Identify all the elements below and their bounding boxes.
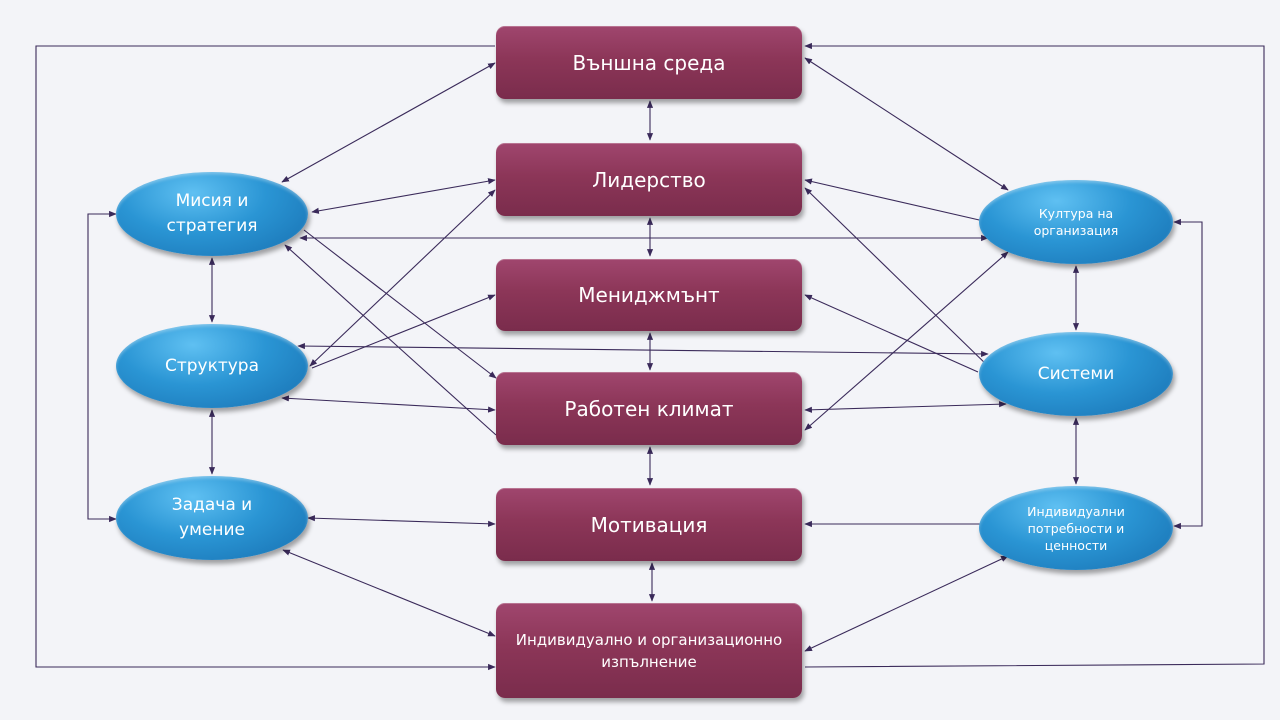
loop-right-outer <box>804 42 1265 668</box>
node-label: Мениджмънт <box>578 283 720 307</box>
node-label: Системи <box>1037 363 1115 384</box>
node-zadacha-umenie: Задача и умение <box>116 476 308 560</box>
node-label: Структура <box>164 355 260 376</box>
arrow-misia-sreda <box>281 62 496 183</box>
loop-left-inner <box>87 210 117 523</box>
loop-right-inner <box>1173 218 1203 530</box>
arrow-zadacha-izpalnenie <box>282 549 496 637</box>
node-label: Мисия и стратегия <box>166 191 258 236</box>
arrow-sreda-kultura <box>804 57 1009 191</box>
arrow-izpalnenie-potrebnosti <box>804 555 1009 652</box>
arrow-liderstvo-sistemi <box>804 187 991 369</box>
node-potrebnosti: Индивидуални потребности и ценности <box>979 486 1173 570</box>
node-label: Външна среда <box>572 50 726 75</box>
node-raboten-klimat: Работен климат <box>496 372 802 445</box>
node-kultura: Култура на организация <box>979 180 1173 264</box>
node-label: Индивидуално и организационно изпълнение <box>515 630 783 671</box>
arrow-zadacha-motivacia <box>307 515 496 527</box>
arrow-struktura-menidjmant <box>311 294 496 369</box>
node-liderstvo: Лидерство <box>496 143 802 216</box>
node-label: Мотивация <box>590 512 708 537</box>
arrow-klimat-sistemi <box>804 401 1007 413</box>
arrow-struktura-klimat <box>281 395 496 413</box>
arrow-struktura-liderstvo <box>309 189 496 367</box>
node-motivacia: Мотивация <box>496 488 802 561</box>
node-label: Задача и умение <box>171 495 253 540</box>
arrow-misia-klimat <box>303 229 497 379</box>
node-label: Работен климат <box>564 396 734 421</box>
node-label: Индивидуални потребности и ценности <box>1027 503 1125 553</box>
node-misia-strategia: Мисия и стратегия <box>116 172 308 256</box>
node-menidjmant: Мениджмънт <box>496 259 802 331</box>
node-label: Култура на организация <box>1033 206 1119 238</box>
arrow-kultura-klimat <box>804 251 1009 431</box>
arrow-misia-liderstvo <box>311 178 496 214</box>
node-vanshna-sreda: Външна среда <box>496 26 802 99</box>
node-sistemi: Системи <box>979 332 1173 416</box>
arrow-liderstvo-kultura <box>804 178 989 224</box>
node-label: Лидерство <box>592 167 706 192</box>
arrow-misia-klimat-2 <box>284 244 497 436</box>
node-struktura: Структура <box>116 324 308 408</box>
arrow-menidjmant-sistemi <box>804 294 979 373</box>
loop-left-outer <box>35 45 496 671</box>
node-izpalnenie: Индивидуално и организационно изпълнение <box>496 603 802 698</box>
